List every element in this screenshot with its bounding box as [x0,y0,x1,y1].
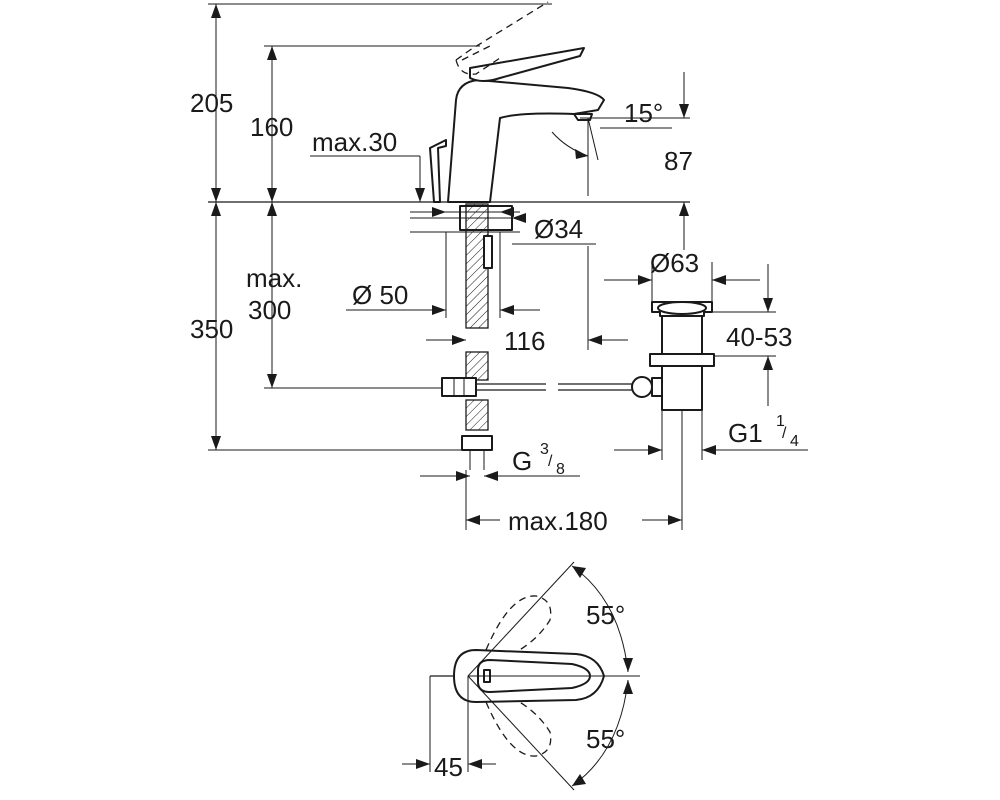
dim-300: 300 [248,295,291,325]
angle-15-arc [551,131,589,157]
lever-ghost-upper [485,595,552,661]
dim-g38-den: 8 [556,461,565,478]
waste-pivot-nut [651,377,663,397]
angle-55-lower: 55° [586,724,625,754]
waste-pivot [631,376,653,398]
waste-nut [649,353,715,367]
faucet-body [447,79,605,203]
dim-g38-slash: / [548,453,553,470]
lever-handle-open [455,1,549,75]
linkage-clip [441,377,477,397]
waste-body [661,315,703,355]
dim-50: Ø 50 [352,280,408,310]
lever-handle [469,47,585,82]
popup-rod [429,139,447,203]
dim-g114: G1 [728,418,763,448]
spout-axis [587,117,599,161]
dim-350: 350 [190,314,233,344]
dim-g38-num: 3 [540,441,549,458]
spout-aerator [573,113,593,121]
waste-tailpiece [661,365,703,411]
popup-rod-lower [483,235,493,269]
angle-55-upper-axis [467,561,575,677]
dim-87: 87 [664,146,693,176]
dim-116: 116 [504,326,545,356]
dim-45: 45 [434,752,463,782]
hose-connector [461,435,493,451]
dim-g114-den: 4 [790,433,799,450]
dim-g38: G [512,446,532,476]
angle-15: 15° [624,98,663,128]
dim-40-53: 40-53 [726,322,793,352]
lever-ghost-lower [485,691,552,757]
supply-hose-bottom [465,399,489,431]
dim-max180: max.180 [508,506,608,536]
angle-55-upper: 55° [586,600,625,630]
dim-300-max: max. [246,263,302,293]
dim-max30: max.30 [312,127,397,157]
dim-g114-num: 1 [776,413,785,430]
waste-plug [657,301,707,315]
dim-63: Ø63 [650,248,699,278]
dim-g114-slash: / [782,425,787,442]
supply-hose-lower [465,351,489,381]
angle-55-lower-axis [467,675,575,791]
dim-34: Ø34 [534,214,583,244]
dim-205: 205 [190,88,233,118]
dim-160: 160 [250,112,293,142]
